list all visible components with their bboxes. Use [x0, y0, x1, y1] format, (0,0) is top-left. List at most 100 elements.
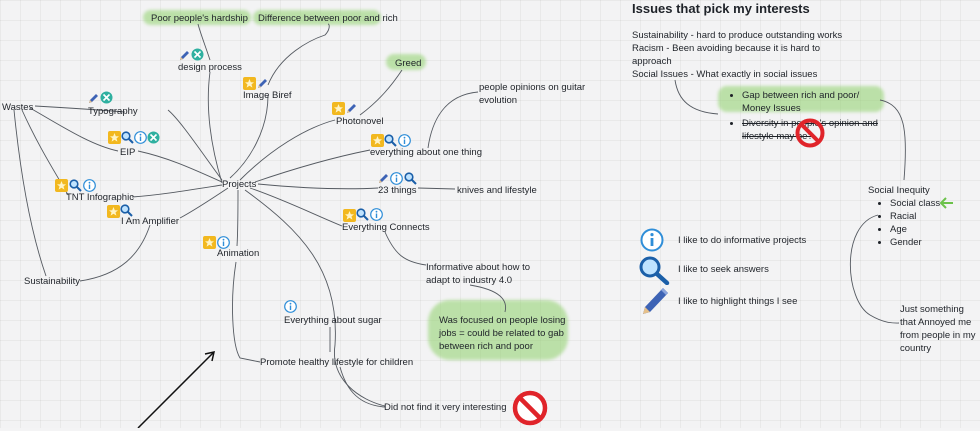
- issues-title: Issues that pick my interests: [632, 1, 810, 16]
- magnifier-icon: [121, 131, 134, 144]
- annoyed-note: Just something that Annoyed me from peop…: [900, 304, 976, 354]
- legend-info-text: I like to do informative projects: [678, 235, 807, 246]
- tools-icon: [147, 131, 160, 144]
- link-projects-tnt: [131, 184, 223, 198]
- inequity-item-age: Age: [890, 223, 940, 236]
- star-icon: [203, 236, 216, 249]
- node-industry-4[interactable]: Informative about how to adapt to indust…: [426, 262, 531, 286]
- link-healthy-notint: [339, 366, 386, 408]
- pencil-icon: [256, 77, 269, 90]
- highlight-stroke: [253, 10, 381, 25]
- link-projects-typography: [167, 109, 223, 181]
- star-icon: [108, 131, 121, 144]
- link-sustain-amplifier: [79, 224, 151, 282]
- node-sustainability[interactable]: Sustainability: [24, 276, 80, 287]
- node-tnt-infographic[interactable]: TNT Infographic: [66, 192, 134, 203]
- node-i-am-amplifier[interactable]: I Am Amplifier: [121, 216, 180, 227]
- node-poor-hardship[interactable]: Poor people's hardship: [151, 13, 248, 24]
- star-icon: [371, 134, 384, 147]
- social-inequity-title: Social Inequity: [868, 185, 930, 196]
- link-23-knives: [417, 187, 456, 190]
- link-wastes-eip: [29, 107, 119, 152]
- highlight-stroke: [386, 54, 426, 70]
- node-everything-connects[interactable]: Everything Connects: [342, 222, 430, 233]
- link-industry-jobs: [469, 284, 507, 313]
- highlight-stroke: [143, 10, 251, 25]
- node-guitar-evolution[interactable]: people opinions on guitar evolution: [479, 82, 586, 106]
- info-icon: [284, 300, 297, 313]
- pencil-icon: [87, 92, 100, 105]
- legend-magnifier-text: I like to seek answers: [678, 264, 769, 275]
- link-design-hardship: [197, 23, 211, 61]
- node-projects-center[interactable]: Projects: [222, 179, 257, 190]
- link-projects-animation: [236, 189, 239, 247]
- magnifier-icon: [638, 255, 670, 290]
- magnifier-icon: [356, 208, 369, 221]
- drawn-arrow: [137, 351, 215, 428]
- node-image-brief[interactable]: Image Biref: [243, 90, 292, 101]
- star-icon: [243, 77, 256, 90]
- node-design-process[interactable]: design process: [178, 62, 242, 73]
- pencil-icon: [377, 172, 390, 185]
- magnifier-icon: [384, 134, 397, 147]
- node-wastes[interactable]: Wastes: [2, 102, 34, 113]
- magnifier-icon: [120, 204, 133, 217]
- issue-line-racism: Racism - Been avoiding because it is har…: [632, 43, 820, 67]
- info-icon: [134, 131, 147, 144]
- link-projects-amplifier: [179, 187, 229, 219]
- node-greed[interactable]: Greed: [395, 58, 422, 69]
- issue-line-sustainability: Sustainability - hard to produce outstan…: [632, 30, 843, 41]
- node-poor-vs-rich[interactable]: Difference between poor and rich: [258, 13, 398, 24]
- info-icon: [640, 228, 664, 257]
- node-photonovel[interactable]: Photonovel: [336, 116, 384, 127]
- pencil-icon: [178, 49, 191, 62]
- inequity-item-gender: Gender: [890, 236, 940, 249]
- link-projects-photonovel: [239, 119, 336, 181]
- link-issues-bullet1: [674, 79, 719, 115]
- tools-icon: [100, 91, 113, 104]
- magnifier-icon: [404, 172, 417, 185]
- link-projects-23things: [257, 183, 379, 190]
- node-23-things[interactable]: 23 things: [378, 185, 417, 196]
- info-icon: [398, 134, 411, 147]
- node-knives-lifestyle[interactable]: knives and lifestyle: [457, 185, 537, 196]
- pencil-icon: [640, 284, 670, 321]
- info-icon: [83, 179, 96, 192]
- link-wastes-typography: [34, 105, 126, 113]
- bullet-diversity-struck: Diversity in people's opinion and lifest…: [742, 117, 890, 143]
- link-projects-imagebrief: [229, 94, 269, 179]
- magnifier-icon: [69, 179, 82, 192]
- issue-bullets: Gap between rich and poor/ Money Issues …: [730, 89, 890, 143]
- link-projects-connects: [249, 187, 343, 227]
- star-icon: [55, 179, 68, 192]
- node-losing-jobs[interactable]: Was focused on people losing jobs = coul…: [439, 315, 566, 352]
- link-projects-sugar: [244, 189, 386, 407]
- link-wastes-sustainability: [13, 109, 47, 277]
- link-onething-guitar: [427, 91, 479, 149]
- node-eip[interactable]: EIP: [120, 147, 136, 158]
- node-healthy-lifestyle[interactable]: Promote healthy lifestyle for children: [260, 357, 414, 368]
- green-arrow-icon: [939, 197, 953, 209]
- node-everything-one-thing[interactable]: everything about one thing: [370, 147, 482, 158]
- tools-icon: [191, 48, 204, 61]
- link-projects-eip: [137, 150, 223, 183]
- star-icon: [343, 209, 356, 222]
- inequity-list: Social class Racial Age Gender: [878, 197, 940, 249]
- link-animation-healthy: [232, 261, 261, 363]
- node-everything-sugar[interactable]: Everything about sugar: [284, 315, 382, 326]
- node-not-interesting[interactable]: Did not find it very interesting: [384, 402, 507, 413]
- link-imagebrief-poorrich: [267, 23, 330, 86]
- inequity-item-social-class: Social class: [890, 197, 940, 210]
- node-animation[interactable]: Animation: [217, 248, 260, 259]
- info-icon: [217, 236, 230, 249]
- link-projects-onething: [254, 149, 371, 183]
- node-typography[interactable]: Typography: [88, 106, 138, 117]
- star-icon: [332, 102, 345, 115]
- legend-pencil-text: I like to highlight things I see: [678, 296, 798, 307]
- highlight-stroke: [428, 300, 568, 360]
- link-photonovel-greed: [359, 69, 403, 116]
- link-bullets-inequity: [879, 99, 906, 181]
- forbidden-icon: [795, 118, 825, 148]
